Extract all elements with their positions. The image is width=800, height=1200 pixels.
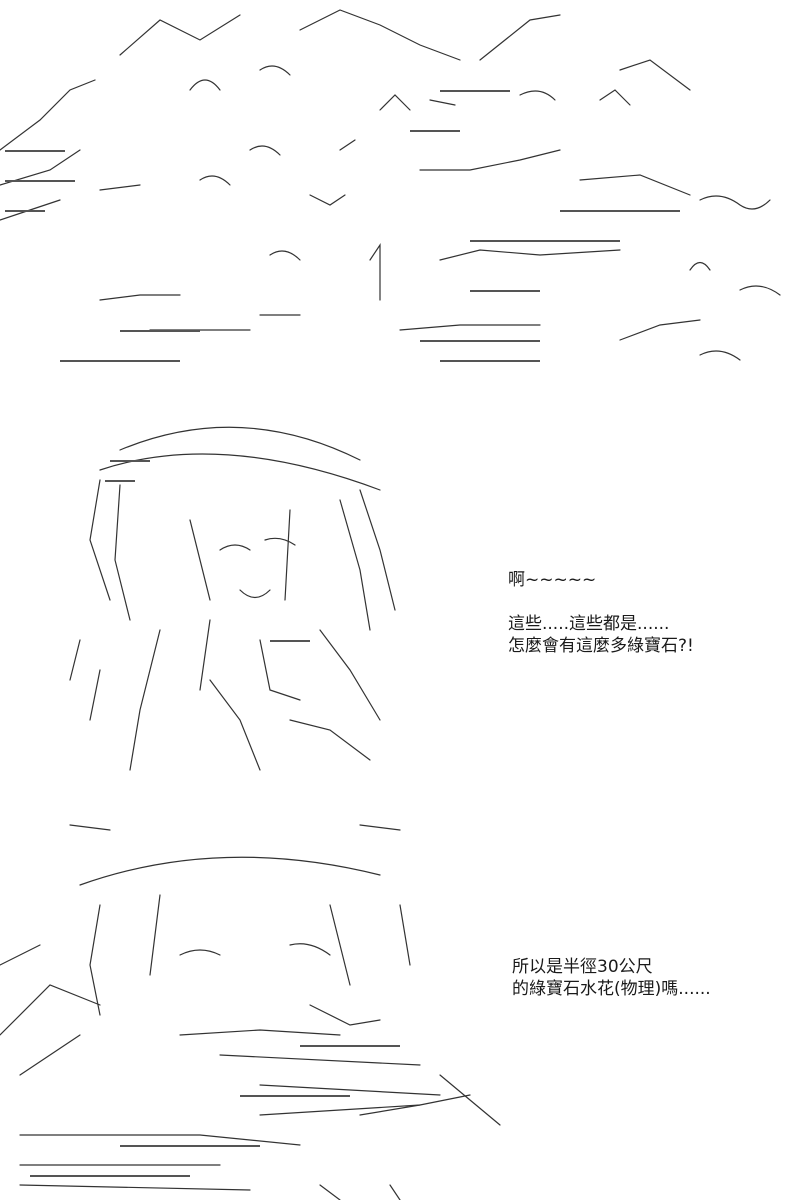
panel-3-art-svg — [0, 824, 501, 1200]
panel-3-line-2: 的綠寶石水花(物理)嗎...... — [512, 979, 711, 999]
panel-2-line-spacer — [508, 591, 694, 613]
panel-3-dialogue: 所以是半徑30公尺 的綠寶石水花(物理)嗎...... — [512, 956, 711, 1000]
panel-2-line-3: 怎麼會有這麼多綠寶石?! — [508, 636, 694, 656]
panel-2-ascii-art-character — [60, 390, 420, 780]
panel-1-ascii-art-scene — [0, 0, 800, 380]
panel-2-art-svg — [69, 426, 396, 771]
panel-2-line-2: 這些.....這些都是...... — [508, 614, 670, 634]
panel-3-line-1: 所以是半徑30公尺 — [512, 957, 653, 977]
panel-2-line-1: 啊~~~~~ — [508, 570, 597, 590]
panel-3-ascii-art-character — [0, 815, 520, 1200]
panel-1-art-svg — [0, 9, 781, 362]
panel-2-dialogue: 啊~~~~~ 這些.....這些都是...... 怎麼會有這麼多綠寶石?! — [508, 569, 694, 657]
